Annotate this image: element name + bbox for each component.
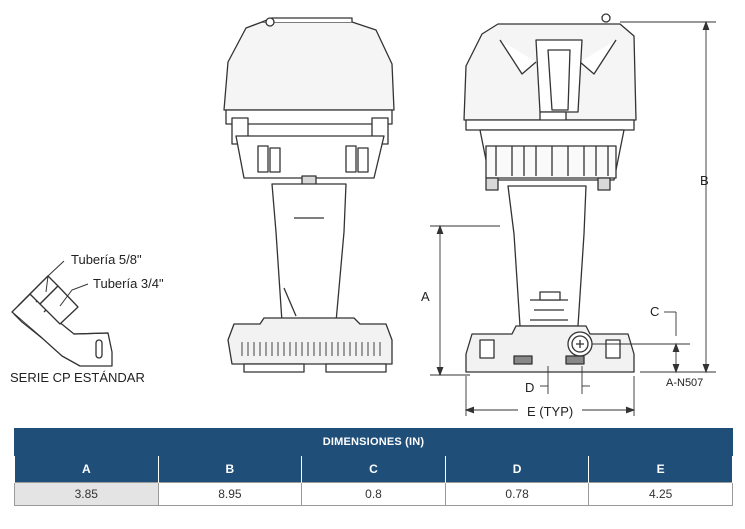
table-title: DIMENSIONES (IN) [14,428,733,456]
dimension-label-b: B [700,173,709,188]
value-d: 0.78 [444,482,590,506]
dimension-label-c: C [650,304,659,319]
pump-side-view [223,17,395,373]
dimension-label-d: D [525,380,534,395]
tubing-fitting-illustration [11,275,113,367]
pump-front-view [463,13,637,373]
label-serie: SERIE CP ESTÁNDAR [10,370,145,385]
value-c: 0.8 [301,482,446,506]
dimension-label-a: A [421,289,430,304]
dimensions-table-wrap: DIMENSIONES (IN) A B C D E 3.85 8.95 0.8… [14,428,733,506]
table-row: 3.85 8.95 0.8 0.78 4.25 [14,482,733,506]
part-code: A-N507 [666,377,703,389]
table-header-row: A B C D E [14,455,733,483]
header-c: C [301,455,446,483]
value-a: 3.85 [14,482,159,506]
label-tuberia-58: Tubería 5/8" [71,252,142,267]
value-e: 4.25 [588,482,733,506]
header-e: E [588,455,733,483]
dimensions-table: DIMENSIONES (IN) A B C D E 3.85 8.95 0.8… [14,428,733,506]
header-a: A [14,455,159,483]
label-tuberia-34: Tubería 3/4" [93,276,164,291]
header-d: D [444,455,590,483]
pump-technical-drawing: Tubería 5/8" Tubería 3/4" SERIE CP ESTÁN… [10,13,716,419]
value-b: 8.95 [157,482,303,506]
dimension-label-e: E (TYP) [527,404,573,419]
header-b: B [157,455,303,483]
